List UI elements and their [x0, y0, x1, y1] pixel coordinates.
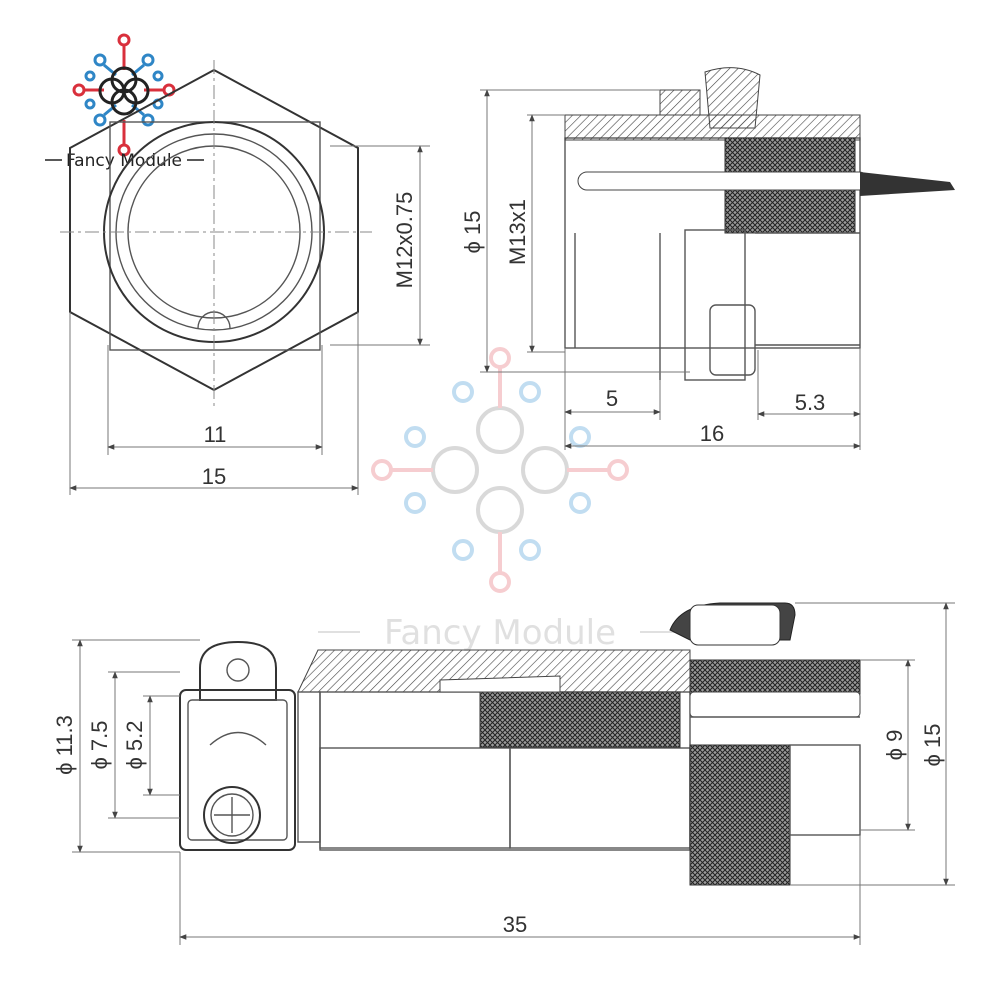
solder-tab — [860, 172, 955, 196]
watermark: Fancy Module — [318, 347, 682, 653]
side-thread-label: M13x1 — [505, 199, 530, 265]
side-diameter-label: ϕ 15 — [460, 211, 485, 254]
front-width-inner-label: 11 — [204, 422, 227, 447]
front-view: M12x0.75 11 15 — [60, 60, 430, 495]
front-width-outer-label: 15 — [202, 464, 226, 489]
cable-clamp — [179, 640, 296, 851]
plug-pin — [689, 691, 861, 718]
brand-logo: Fancy Module — [45, 33, 204, 171]
plug-length-label: 35 — [503, 912, 527, 937]
watermark-logo-icon — [371, 347, 629, 593]
side-length-a-label: 5 — [606, 386, 618, 411]
socket-pin — [577, 171, 869, 191]
plug-diameter-1-label: ϕ 11.3 — [52, 715, 77, 775]
watermark-text: Fancy Module — [384, 613, 616, 653]
plug-view: ϕ 11.3 ϕ 7.5 ϕ 5.2 ϕ 9 ϕ 15 35 — [52, 602, 955, 945]
plug-diameter-5-label: ϕ 15 — [920, 724, 945, 767]
side-view: ϕ 15 M13x1 5 5.3 16 — [460, 67, 955, 450]
plug-insulator — [479, 691, 681, 748]
coupling-nut-knurl — [689, 744, 791, 886]
clamp-screw-icon — [203, 786, 261, 844]
circuit-logo-icon — [72, 33, 176, 157]
plug-diameter-2-label: ϕ 7.5 — [87, 720, 112, 769]
front-thread-label: M12x0.75 — [392, 192, 417, 289]
plug-diameter-4-label: ϕ 9 — [882, 730, 907, 761]
side-length-b-label: 5.3 — [795, 390, 826, 415]
side-length-total-label: 16 — [700, 421, 724, 446]
plug-diameter-3-label: ϕ 5.2 — [122, 720, 147, 769]
socket-nut-hatch — [704, 67, 761, 129]
clamp-hole-icon — [226, 658, 250, 682]
